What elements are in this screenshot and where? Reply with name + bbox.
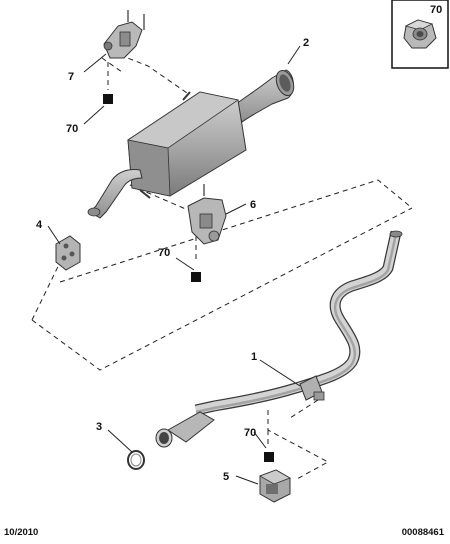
nut-icon [403,19,437,49]
callout-7: 7 [68,71,74,83]
callout-labels: 1 2 3 4 5 6 7 70 70 70 [36,37,309,483]
marker-square-low [264,452,274,462]
marker-squares [103,94,274,462]
callout-5: 5 [223,471,229,483]
footer-date: 10/2010 [4,527,39,538]
assembly-dashed-lines [31,54,413,481]
marker-square-mid [191,272,201,282]
callout-4: 4 [36,219,43,231]
marker-square-top [103,94,113,104]
callout-70-top: 70 [66,123,78,135]
leader-lines [47,45,301,485]
sealing-ring-3 [127,450,145,470]
callout-2: 2 [303,37,309,49]
callout-1: 1 [251,351,257,363]
callout-6: 6 [250,199,256,211]
inset-nut-box: 70 [391,0,449,69]
hanger-bracket-6 [187,184,227,245]
footer-reference: 00088461 [401,527,444,538]
callout-70-low: 70 [244,427,256,439]
hanger-bracket-7 [103,10,145,59]
clamp-4 [55,235,81,271]
rubber-mount-5 [259,469,291,503]
rear-silencer [87,69,295,219]
callout-70-box: 70 [430,4,442,16]
callout-70-mid: 70 [158,247,170,259]
intermediate-pipe [155,230,403,448]
callout-3: 3 [96,421,102,433]
